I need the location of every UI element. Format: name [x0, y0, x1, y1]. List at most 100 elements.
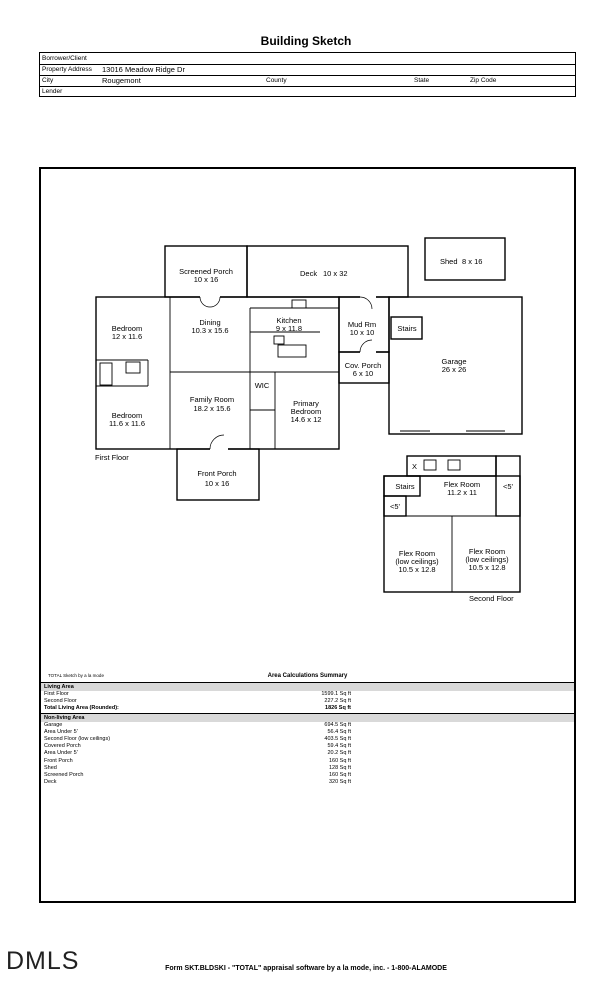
kitchen-dims: 9 x 11.8	[276, 324, 302, 333]
primary-bedroom-dims: 14.6 x 12	[291, 415, 322, 424]
cov-porch-name: Cov. Porch	[345, 361, 382, 370]
flex2-dims: 10.5 x 12.8	[398, 565, 435, 574]
first-floor-label: First Floor	[95, 453, 129, 462]
deck-name: Deck	[300, 269, 317, 278]
family-room-name: Family Room	[190, 395, 234, 404]
county-label: County	[266, 77, 287, 84]
row-label: Shed	[44, 764, 57, 771]
row-label: First Floor	[44, 691, 69, 697]
flex3-dims: 10.5 x 12.8	[468, 563, 505, 572]
bath-outline	[406, 455, 497, 477]
flex2-name2: (low ceilings)	[395, 557, 439, 566]
row-label: Area Under 5'	[44, 728, 78, 735]
garage-name: Garage	[441, 357, 466, 366]
row-label: Second Floor (low ceilings)	[44, 735, 111, 742]
garage-dims: 26 x 26	[442, 365, 467, 374]
borrower-label: Borrower/Client	[42, 55, 87, 62]
stairs-outline	[390, 316, 423, 340]
table-row: Second Floor (low ceilings) 403.5 Sq ft	[41, 736, 574, 743]
row-value: 20.2 Sq ft	[327, 750, 351, 757]
table-row: Screened Porch 160 Sq ft	[41, 772, 574, 779]
dining-dims: 10.3 x 15.6	[191, 326, 228, 335]
row-label: Screened Porch	[44, 771, 84, 778]
row-label: Deck	[44, 779, 57, 786]
under5-left-label: <5'	[390, 502, 401, 511]
row-value: 160 Sq ft	[328, 771, 351, 778]
state-label: State	[414, 77, 430, 84]
table-row: Deck 320 Sq ft	[41, 779, 574, 786]
table-row: Front Porch 160 Sq ft	[41, 758, 574, 765]
table-row: Shed 128 Sq ft	[41, 765, 574, 772]
city-row: City Rougemont County State Zip Code	[40, 75, 575, 87]
area-calc-title: Area Calculations Summary	[267, 673, 348, 679]
row-label: Covered Porch	[44, 743, 81, 750]
screened-porch-dims: 10 x 16	[194, 275, 219, 284]
second-floor-label: Second Floor	[469, 594, 514, 603]
page-title: Building Sketch	[260, 34, 352, 48]
dmls-watermark: DMLS	[6, 947, 80, 975]
address-row: Property Address 13016 Meadow Ridge Dr	[40, 64, 575, 76]
x-mark: X	[412, 462, 417, 471]
lender-row: Lender	[40, 86, 575, 97]
zip-label: Zip Code	[470, 77, 497, 84]
kitchen-name: Kitchen	[276, 316, 301, 325]
row-value: 320 Sq ft	[328, 779, 351, 786]
flex3-name2: (low ceilings)	[465, 555, 509, 564]
under5-right-label: <5'	[503, 482, 514, 491]
row-label: Garage	[44, 721, 63, 728]
total-value: 1826 Sq ft	[325, 705, 351, 712]
shed-outline	[424, 237, 506, 281]
bedroom2-name: Bedroom	[112, 411, 142, 420]
area-calculations-table: Living Area First Floor 1599.1 Sq ft Seco…	[41, 682, 574, 786]
shed-dims: 8 x 16	[462, 257, 482, 266]
screened-porch-name: Screened Porch	[179, 267, 233, 276]
living-area-heading: Living Area	[41, 682, 574, 691]
sketch-frame	[39, 167, 576, 903]
flex1-dims: 11.2 x 11	[447, 488, 477, 497]
primary-bedroom-name2: Bedroom	[291, 407, 321, 416]
table-row: Garage 694.5 Sq ft	[41, 722, 574, 729]
row-value: 128 Sq ft	[328, 764, 351, 771]
row-value: 56.4 Sq ft	[327, 728, 351, 735]
footer-text: Form SKT.BLDSKI - "TOTAL" appraisal soft…	[165, 965, 447, 972]
sketch-note: TOTAL Sketch by a la mode	[48, 673, 104, 678]
table-row: Area Under 5' 20.2 Sq ft	[41, 750, 574, 757]
city-label: City	[42, 77, 54, 84]
row-label: Front Porch	[44, 757, 73, 764]
property-header: Borrower/Client Property Address 13016 M…	[39, 52, 576, 97]
row-value: 227.2 Sq ft	[324, 698, 351, 705]
total-row: Total Living Area (Rounded): 1826 Sq ft	[41, 705, 574, 712]
dining-name: Dining	[199, 318, 220, 327]
address-label: Property Address	[42, 66, 92, 73]
total-label: Total Living Area (Rounded):	[44, 705, 119, 712]
wic-label: WIC	[255, 381, 270, 390]
flex3-name: Flex Room	[469, 547, 505, 556]
primary-bedroom-name: Primary	[293, 399, 319, 408]
front-porch-name: Front Porch	[197, 469, 236, 478]
address-value: 13016 Meadow Ridge Dr	[102, 65, 185, 74]
row-value: 694.5 Sq ft	[324, 721, 351, 728]
mud-room-name: Mud Rm	[348, 320, 376, 329]
bedroom1-name: Bedroom	[112, 324, 142, 333]
shed-name: Shed	[440, 257, 458, 266]
row-label: Area Under 5'	[44, 750, 78, 757]
non-living-area-heading: Non-living Area	[41, 712, 574, 722]
family-room-dims: 18.2 x 15.6	[193, 404, 230, 413]
row-value: 160 Sq ft	[328, 757, 351, 764]
city-value: Rougemont	[102, 76, 141, 85]
front-porch-dims: 10 x 16	[205, 479, 230, 488]
lender-label: Lender	[42, 88, 63, 95]
stairs1-label: Stairs	[397, 324, 416, 333]
flex1-name: Flex Room	[444, 480, 480, 489]
mud-room-dims: 10 x 10	[350, 328, 375, 337]
cov-porch-dims: 6 x 10	[353, 369, 373, 378]
flex2-name: Flex Room	[399, 549, 435, 558]
row-value: 403.5 Sq ft	[324, 735, 351, 742]
row-label: Second Floor	[44, 698, 77, 705]
bedroom1-dims: 12 x 11.6	[112, 332, 142, 341]
row-value: 1599.1 Sq ft	[321, 691, 351, 697]
stairs2-label: Stairs	[395, 482, 414, 491]
table-row: Second Floor 227.2 Sq ft	[41, 698, 574, 705]
